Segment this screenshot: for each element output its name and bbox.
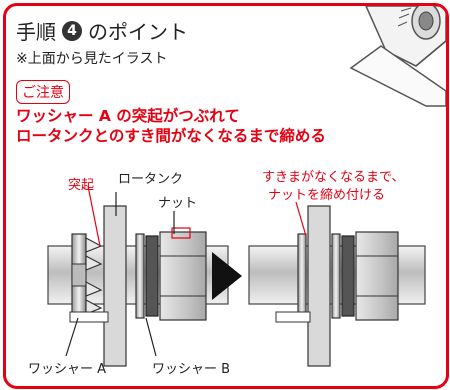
diagram-canvas xyxy=(47,6,446,367)
protrusions-left xyxy=(85,237,103,315)
caution-badge: ご注意 xyxy=(16,80,70,104)
washer-b-left xyxy=(135,233,145,319)
warning-line-1: ワッシャー A の突起がつぶれて xyxy=(16,107,240,125)
assembly-before xyxy=(47,205,229,367)
step-number-badge: 4 xyxy=(62,20,82,41)
nut-left xyxy=(159,231,207,321)
washer-b2-right xyxy=(341,235,355,317)
page-title: 手順 4 のポイント xyxy=(16,16,188,45)
warning-line-2: ロータンクとのすき間がなくなるまで締める xyxy=(16,127,326,145)
low-tank-wall-right xyxy=(307,205,331,367)
nut-right xyxy=(355,231,399,321)
leader-lines xyxy=(65,185,307,357)
low-tank-wall-left xyxy=(103,205,127,367)
title-prefix: 手順 xyxy=(16,20,56,44)
washer-a-right xyxy=(297,233,307,319)
low-tank-label: ロータンク xyxy=(118,172,184,187)
wrench-icon xyxy=(349,6,446,107)
instruction-card: 手順 4 のポイント ※上面から見たイラスト ご注意 ワッシャー A の突起がつ… xyxy=(3,3,449,389)
subtitle: ※上面から見たイラスト xyxy=(16,51,168,67)
washer-b2-left xyxy=(145,235,159,317)
title-suffix: のポイント xyxy=(88,20,188,44)
assembly-after xyxy=(248,205,426,367)
nut-label: ナット xyxy=(158,196,198,211)
protrusion-label: 突起 xyxy=(68,178,95,193)
right-arrow-icon xyxy=(212,252,242,300)
washer-b-right xyxy=(331,233,341,319)
washer-b-label: ワッシャー B xyxy=(152,362,231,377)
washer-a-label: ワッシャー A xyxy=(28,362,107,377)
tighten-note-line-2: ナットを締め付ける xyxy=(268,188,386,203)
tighten-note-line-1: すきまがなくなるまで、 xyxy=(262,170,405,185)
warning-text: ワッシャー A の突起がつぶれて ロータンクとのすき間がなくなるまで締める xyxy=(16,106,326,146)
